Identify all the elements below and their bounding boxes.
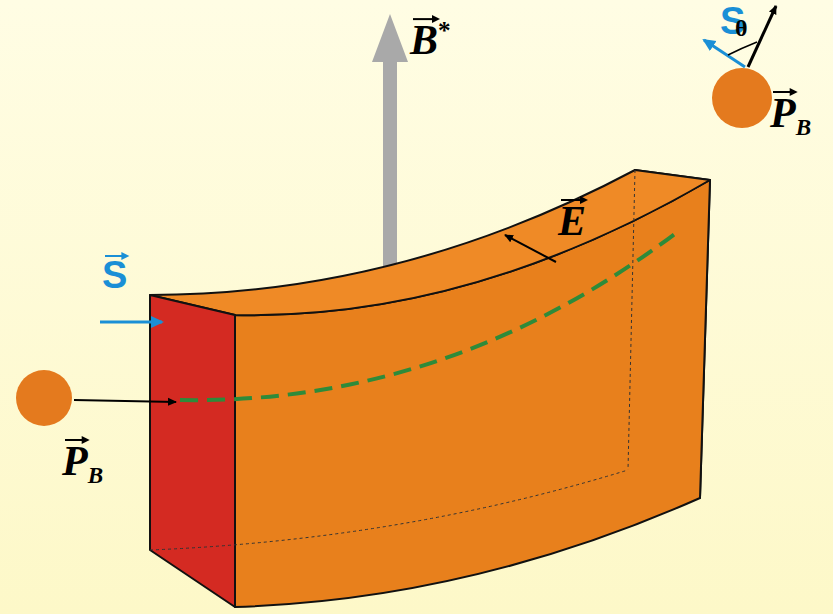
field-arrow bbox=[505, 235, 556, 262]
field-label: E bbox=[558, 200, 586, 242]
field-arrow bbox=[372, 14, 408, 290]
momentum-label: PB bbox=[770, 92, 811, 139]
spin-arrow bbox=[704, 40, 745, 67]
spin-label: S bbox=[102, 256, 127, 294]
particle bbox=[16, 370, 72, 426]
hidden-edges bbox=[150, 170, 635, 550]
beam-trajectory bbox=[180, 230, 680, 400]
momentum-arrow bbox=[748, 6, 776, 67]
angle-label: θ bbox=[735, 16, 748, 40]
particle bbox=[712, 68, 772, 128]
deflector-block bbox=[150, 170, 710, 607]
spin-arrow bbox=[100, 321, 162, 324]
momentum-arrow bbox=[74, 400, 176, 402]
angle-arc bbox=[728, 42, 757, 55]
field-label: B* bbox=[410, 18, 451, 61]
momentum-label: PB bbox=[62, 440, 103, 487]
